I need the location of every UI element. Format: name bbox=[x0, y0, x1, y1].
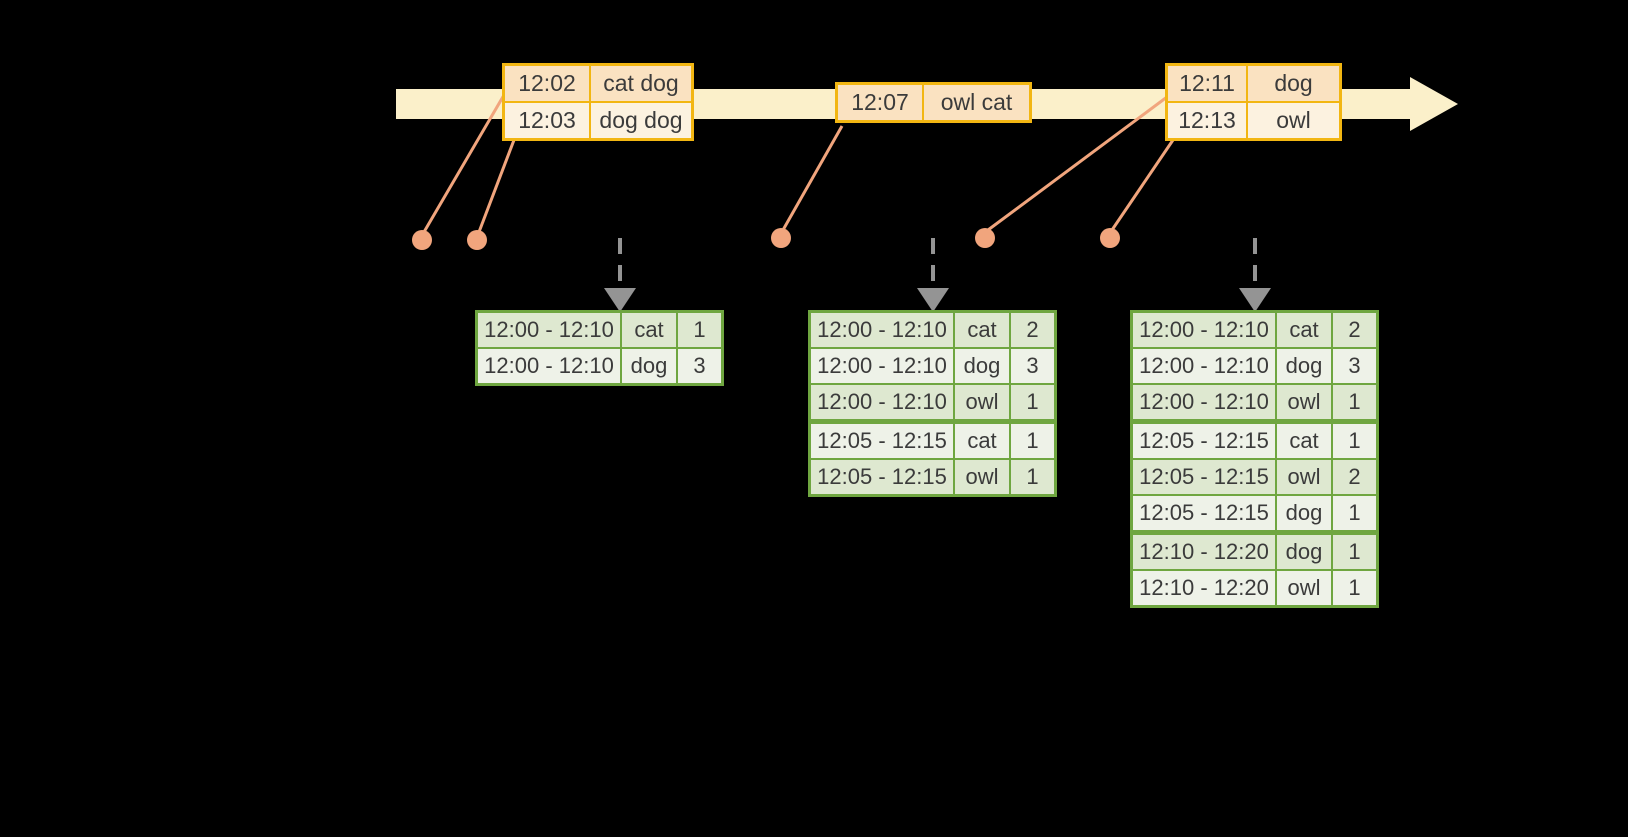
trigger-arrow bbox=[604, 238, 636, 312]
event-marker-dot-icon bbox=[771, 228, 791, 248]
event-row: 12:11 dog bbox=[1168, 66, 1339, 101]
event-connector-line bbox=[477, 139, 516, 233]
word-cell: owl bbox=[955, 460, 1009, 494]
word-cell: dog bbox=[622, 349, 676, 383]
window-cell: 12:05 - 12:15 bbox=[1133, 460, 1275, 494]
event-connector-line bbox=[1110, 139, 1175, 231]
trigger-arrow bbox=[917, 238, 949, 312]
event-words: dog bbox=[1248, 66, 1339, 101]
window-cell: 12:00 - 12:10 bbox=[811, 313, 953, 347]
result-row: 12:10 - 12:20 owl 1 bbox=[1133, 571, 1376, 605]
result-row: 12:05 - 12:15 cat 1 bbox=[811, 424, 1054, 458]
event-time: 12:03 bbox=[505, 103, 589, 138]
result-table-2: 12:00 - 12:10 cat 2 12:00 - 12:10 dog 3 … bbox=[808, 310, 1057, 497]
window-cell: 12:00 - 12:10 bbox=[811, 385, 953, 419]
count-cell: 2 bbox=[1011, 313, 1054, 347]
word-cell: cat bbox=[955, 424, 1009, 458]
event-time: 12:07 bbox=[838, 85, 922, 120]
result-row: 12:05 - 12:15 cat 1 bbox=[1133, 424, 1376, 458]
window-cell: 12:00 - 12:10 bbox=[478, 349, 620, 383]
count-cell: 1 bbox=[1011, 385, 1054, 419]
result-row: 12:05 - 12:15 dog 1 bbox=[1133, 496, 1376, 530]
word-cell: dog bbox=[1277, 496, 1331, 530]
window-cell: 12:05 - 12:15 bbox=[1133, 496, 1275, 530]
event-connector-line bbox=[781, 125, 844, 231]
word-cell: dog bbox=[1277, 535, 1331, 569]
count-cell: 3 bbox=[678, 349, 721, 383]
event-table-1: 12:02 cat dog 12:03 dog dog bbox=[502, 63, 694, 141]
result-row: 12:00 - 12:10 dog 3 bbox=[811, 349, 1054, 383]
result-row: 12:00 - 12:10 cat 2 bbox=[811, 313, 1054, 347]
window-cell: 12:10 - 12:20 bbox=[1133, 535, 1275, 569]
count-cell: 2 bbox=[1333, 460, 1376, 494]
event-marker-dot-icon bbox=[1100, 228, 1120, 248]
window-cell: 12:00 - 12:10 bbox=[1133, 349, 1275, 383]
event-time: 12:02 bbox=[505, 66, 589, 101]
result-table-3: 12:00 - 12:10 cat 2 12:00 - 12:10 dog 3 … bbox=[1130, 310, 1379, 608]
window-cell: 12:00 - 12:10 bbox=[1133, 385, 1275, 419]
count-cell: 3 bbox=[1011, 349, 1054, 383]
word-cell: dog bbox=[1277, 349, 1331, 383]
down-arrow-icon bbox=[917, 288, 949, 312]
result-row: 12:00 - 12:10 dog 3 bbox=[478, 349, 721, 383]
event-marker-dot-icon bbox=[975, 228, 995, 248]
count-cell: 1 bbox=[1333, 424, 1376, 458]
count-cell: 1 bbox=[1333, 385, 1376, 419]
count-cell: 1 bbox=[1333, 496, 1376, 530]
word-cell: cat bbox=[1277, 313, 1331, 347]
result-row: 12:00 - 12:10 dog 3 bbox=[1133, 349, 1376, 383]
word-cell: owl bbox=[1277, 460, 1331, 494]
down-arrow-icon bbox=[1239, 288, 1271, 312]
event-words: owl bbox=[1248, 103, 1339, 138]
result-row: 12:05 - 12:15 owl 2 bbox=[1133, 460, 1376, 494]
word-cell: cat bbox=[622, 313, 676, 347]
window-cell: 12:00 - 12:10 bbox=[811, 349, 953, 383]
count-cell: 1 bbox=[1333, 571, 1376, 605]
result-row: 12:10 - 12:20 dog 1 bbox=[1133, 535, 1376, 569]
result-row: 12:05 - 12:15 owl 1 bbox=[811, 460, 1054, 494]
event-connector-line bbox=[422, 94, 506, 233]
event-table-3: 12:11 dog 12:13 owl bbox=[1165, 63, 1342, 141]
event-words: cat dog bbox=[591, 66, 691, 101]
event-connector-line bbox=[987, 95, 1168, 232]
window-cell: 12:10 - 12:20 bbox=[1133, 571, 1275, 605]
result-row: 12:00 - 12:10 owl 1 bbox=[811, 385, 1054, 419]
count-cell: 1 bbox=[678, 313, 721, 347]
window-cell: 12:00 - 12:10 bbox=[478, 313, 620, 347]
count-cell: 3 bbox=[1333, 349, 1376, 383]
event-marker-dot-icon bbox=[467, 230, 487, 250]
window-cell: 12:05 - 12:15 bbox=[1133, 424, 1275, 458]
word-cell: dog bbox=[955, 349, 1009, 383]
window-cell: 12:05 - 12:15 bbox=[811, 460, 953, 494]
event-row: 12:13 owl bbox=[1168, 103, 1339, 138]
count-cell: 2 bbox=[1333, 313, 1376, 347]
event-row: 12:03 dog dog bbox=[505, 103, 691, 138]
event-time: 12:13 bbox=[1168, 103, 1246, 138]
event-row: 12:07 owl cat bbox=[838, 85, 1029, 120]
event-words: dog dog bbox=[591, 103, 691, 138]
word-cell: owl bbox=[1277, 385, 1331, 419]
word-cell: owl bbox=[1277, 571, 1331, 605]
trigger-arrow bbox=[1239, 238, 1271, 312]
count-cell: 1 bbox=[1011, 424, 1054, 458]
result-row: 12:00 - 12:10 cat 1 bbox=[478, 313, 721, 347]
event-time: 12:11 bbox=[1168, 66, 1246, 101]
result-table-1: 12:00 - 12:10 cat 1 12:00 - 12:10 dog 3 bbox=[475, 310, 724, 386]
event-table-2: 12:07 owl cat bbox=[835, 82, 1032, 123]
window-cell: 12:05 - 12:15 bbox=[811, 424, 953, 458]
word-cell: owl bbox=[955, 385, 1009, 419]
count-cell: 1 bbox=[1011, 460, 1054, 494]
event-words: owl cat bbox=[924, 85, 1029, 120]
event-row: 12:02 cat dog bbox=[505, 66, 691, 101]
timeline-arrowhead-icon bbox=[1410, 77, 1458, 131]
result-row: 12:00 - 12:10 owl 1 bbox=[1133, 385, 1376, 419]
count-cell: 1 bbox=[1333, 535, 1376, 569]
event-marker-dot-icon bbox=[412, 230, 432, 250]
result-row: 12:00 - 12:10 cat 2 bbox=[1133, 313, 1376, 347]
word-cell: cat bbox=[955, 313, 1009, 347]
window-cell: 12:00 - 12:10 bbox=[1133, 313, 1275, 347]
down-arrow-icon bbox=[604, 288, 636, 312]
word-cell: cat bbox=[1277, 424, 1331, 458]
